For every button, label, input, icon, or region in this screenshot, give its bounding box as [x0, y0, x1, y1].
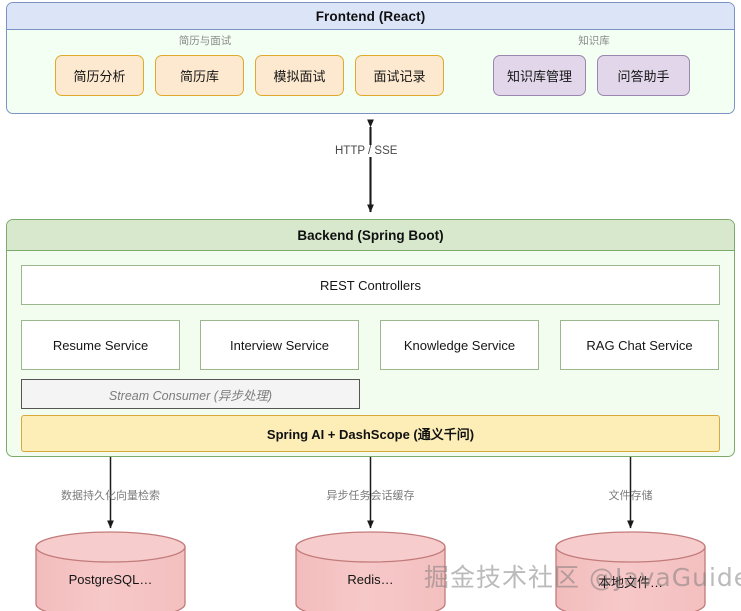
store-label-postgres: PostgreSQL… [68, 572, 153, 587]
store-label-redis: Redis… [347, 572, 394, 587]
backend-title: Backend (Spring Boot) [7, 220, 734, 251]
cylinder-file-storage [555, 531, 706, 611]
edge-label-persistence: 数据持久化向量检索 [61, 490, 160, 502]
cylinder-postgres [35, 531, 186, 611]
spring-ai-dashscope-box[interactable]: Spring AI + DashScope (通义千问) [21, 415, 720, 452]
frontend-subgroup-label-resume: 简历与面试 [178, 35, 232, 47]
edge-label-async-cache: 异步任务会话缓存 [326, 490, 415, 502]
edge-label-file-storage: 文件存储 [608, 490, 653, 502]
chip-resume-library[interactable]: 简历库 [155, 55, 244, 96]
frontend-subgroup-label-knowledge: 知识库 [578, 35, 610, 47]
rest-controllers-box[interactable]: REST Controllers [21, 265, 720, 305]
store-label-file-storage: 本地文件… [597, 575, 663, 590]
service-box-knowledge[interactable]: Knowledge Service [380, 320, 539, 370]
frontend-title: Frontend (React) [7, 3, 734, 30]
chip-resume-analysis[interactable]: 简历分析 [55, 55, 144, 96]
service-box-interview[interactable]: Interview Service [200, 320, 359, 370]
cylinder-redis [295, 531, 446, 611]
http-sse-label: HTTP / SSE [332, 145, 401, 157]
chip-interview-records[interactable]: 面试记录 [355, 55, 444, 96]
service-box-rag-chat[interactable]: RAG Chat Service [560, 320, 719, 370]
chip-knowledge-management[interactable]: 知识库管理 [493, 55, 586, 96]
service-box-resume[interactable]: Resume Service [21, 320, 180, 370]
chip-qa-assistant[interactable]: 问答助手 [597, 55, 690, 96]
chip-mock-interview[interactable]: 模拟面试 [255, 55, 344, 96]
stream-consumer-box[interactable]: Stream Consumer (异步处理) [21, 379, 360, 409]
